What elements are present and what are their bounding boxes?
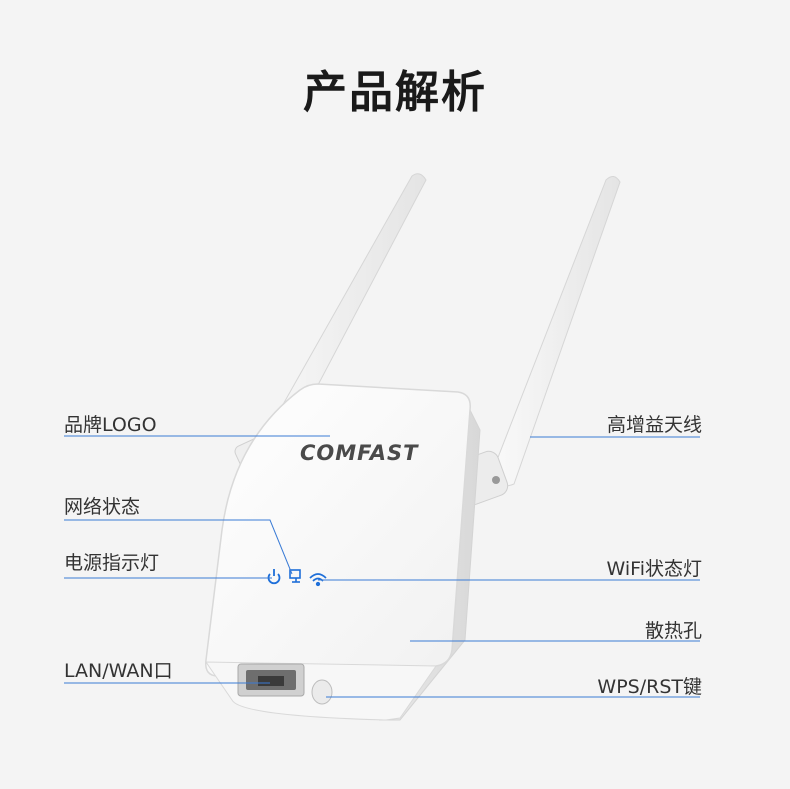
- label-antenna: 高增益天线: [606, 414, 702, 436]
- label-wps-rst: WPS/RST键: [597, 676, 702, 698]
- lan-wan-port: [237, 663, 305, 697]
- label-vents: 散热孔: [644, 620, 702, 642]
- power-icon: [267, 569, 281, 585]
- label-brand-logo: 品牌LOGO: [64, 414, 157, 436]
- page-title: 产品解析: [303, 67, 487, 118]
- wps-rst-button: [311, 679, 333, 705]
- leader-lines: [64, 435, 700, 698]
- label-power-indicator: 电源指示灯: [64, 552, 160, 574]
- brand-logo: COMFAST: [300, 441, 419, 465]
- label-wifi-status: WiFi状态灯: [606, 558, 702, 580]
- network-icon: [289, 569, 301, 583]
- label-network-status: 网络状态: [64, 496, 141, 518]
- label-lan-wan-port: LAN/WAN口: [64, 660, 173, 682]
